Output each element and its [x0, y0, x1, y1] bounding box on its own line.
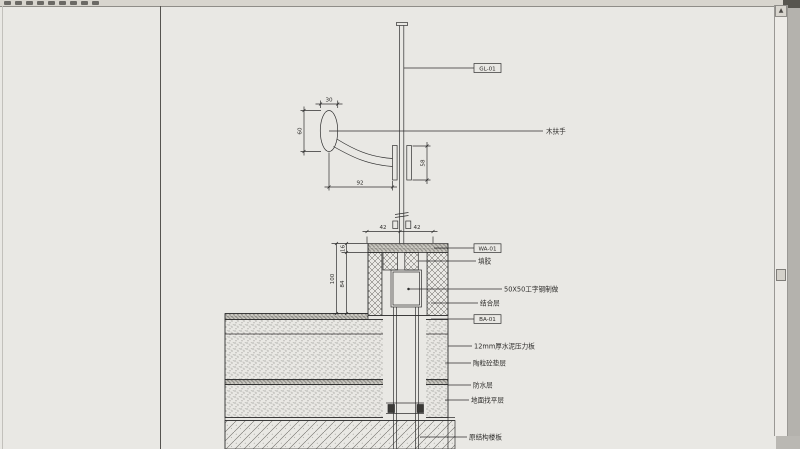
- paste-icon[interactable]: [81, 1, 88, 5]
- post-channel: [383, 316, 426, 419]
- dim-42-right: 42: [413, 225, 420, 231]
- scroll-up-arrow-icon[interactable]: ▲: [775, 5, 787, 17]
- panel-divider-line: [160, 6, 161, 449]
- bracket-plate-right: [406, 145, 412, 181]
- tag-box-wa: [473, 243, 502, 253]
- anchor-bolt-left: [387, 404, 395, 413]
- dim-30: 30: [325, 98, 333, 104]
- dim-100: 100: [330, 273, 336, 284]
- anchor-bolt-right: [416, 404, 424, 413]
- curb-hatch-right: [426, 252, 449, 316]
- preview-icon[interactable]: [48, 1, 55, 5]
- undo-icon[interactable]: [92, 1, 99, 5]
- cut-icon[interactable]: [59, 1, 66, 5]
- detail-drawing: GL-01 木扶手 30 60 92 58 42 42 16 84 100 WA…: [224, 22, 567, 449]
- section-linework: [224, 22, 543, 449]
- drawing-canvas[interactable]: GL-01 木扶手 30 60 92 58 42 42 16 84 100 WA…: [0, 7, 776, 449]
- dim-42-left: 42: [379, 225, 386, 231]
- glass-tag: GL-01: [479, 66, 496, 72]
- dim-58: 58: [421, 159, 427, 167]
- save-icon[interactable]: [26, 1, 33, 5]
- steel-box-outer: [390, 269, 422, 308]
- annotation-texts: GL-01 木扶手 30 60 92 58 42 42 16 84 100 WA…: [298, 66, 567, 441]
- scrollbar-bottom-corner: [776, 436, 800, 449]
- dim-92: 92: [356, 181, 363, 187]
- open-icon[interactable]: [15, 1, 22, 5]
- cement-board-label: 12mm厚水泥压力板: [474, 342, 535, 351]
- bracket-plate-left: [392, 145, 398, 181]
- tag-box-ba: [473, 314, 502, 324]
- structural-slab: [224, 420, 456, 449]
- new-icon[interactable]: [4, 1, 11, 5]
- glass-top-cap: [396, 22, 408, 26]
- ba-tag: BA-01: [479, 317, 496, 323]
- steel-box-inner: [392, 271, 420, 306]
- dim-16: 16: [341, 245, 347, 253]
- dim-60: 60: [298, 127, 304, 135]
- leveling-label: 地面找平层: [471, 396, 504, 405]
- fill-glue-label: 填胶: [478, 257, 492, 266]
- slab-label: 原结构楼板: [469, 433, 502, 442]
- copy-icon[interactable]: [70, 1, 77, 5]
- handrail-label: 木扶手: [546, 127, 566, 136]
- wa-tag: WA-01: [478, 246, 497, 252]
- ceramsite-label: 陶粒砼垫层: [473, 359, 506, 368]
- window-corner-fragment: [783, 0, 800, 8]
- print-icon[interactable]: [37, 1, 44, 5]
- scrollbar-thumb[interactable]: [776, 269, 786, 281]
- fill-glue-block-right: [404, 252, 419, 271]
- window-left-edge: [2, 6, 3, 449]
- curb-hatch-left: [367, 252, 383, 316]
- tag-box-gl: [473, 63, 502, 73]
- clamp-nut-right: [405, 220, 412, 229]
- window-right-margin: [788, 0, 800, 449]
- bonding-label: 结合层: [480, 299, 500, 308]
- vertical-scrollbar[interactable]: ▲: [774, 5, 788, 436]
- board-band: [224, 313, 369, 320]
- fill-glue-block-left: [382, 252, 398, 271]
- waterproof-label: 防水层: [473, 381, 493, 390]
- clamp-nut-left: [392, 220, 399, 229]
- steel-label: 50X50工字钢制做: [504, 285, 559, 294]
- dim-84: 84: [340, 280, 346, 288]
- toolbar-clipped: [0, 0, 800, 7]
